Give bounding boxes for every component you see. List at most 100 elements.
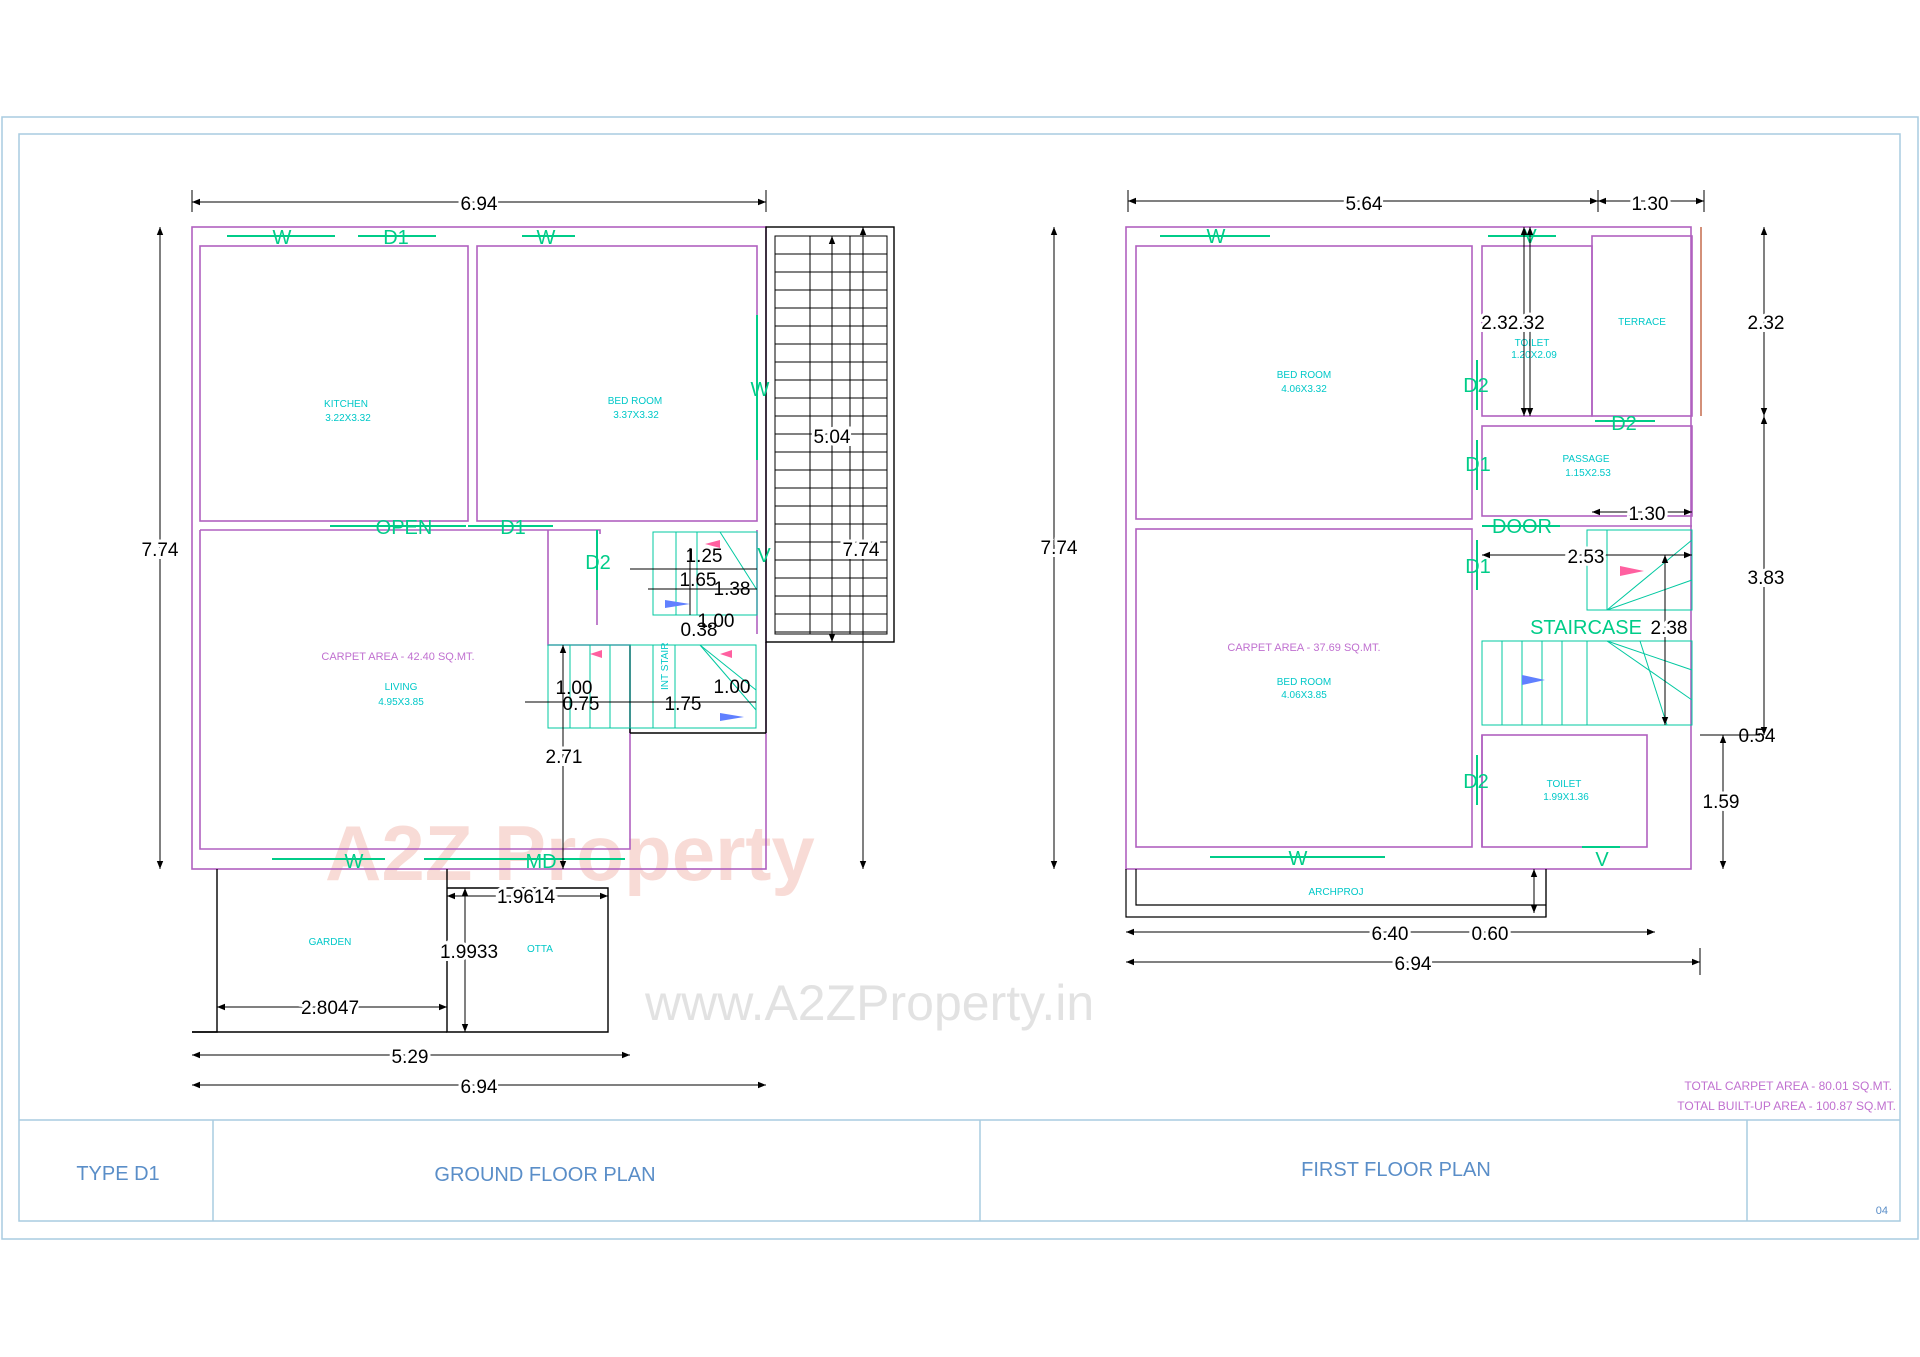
ff-staircase-label: STAIRCASE xyxy=(1530,617,1642,639)
dim-ff-stair-2-38: 2.38 xyxy=(1651,618,1688,639)
watermark: A2Z Property www.A2ZProperty.in xyxy=(325,809,1094,1031)
dim-ff-bottom-6-94: 6.94 xyxy=(1395,954,1432,975)
dn-arrow-icon xyxy=(1620,566,1644,576)
type-label: TYPE D1 xyxy=(76,1163,159,1185)
dim-1-00-c: 1.00 xyxy=(714,677,751,698)
ff-bedroom1-size: 4.06X3.32 xyxy=(1281,384,1327,395)
first-floor-plan: W V D2 D2 D1 DOOR D1 D2 W V STAIRCASE BE… xyxy=(1038,190,1788,978)
ff-toilet2-label: TOILET xyxy=(1547,779,1582,790)
kitchen-size: 3.22X3.32 xyxy=(325,413,371,424)
dim-ff-right-0-54: 0.54 xyxy=(1739,726,1776,747)
gf-opening-labels: W D1 W W OPEN D1 D2 V W MD xyxy=(273,227,772,873)
ff-walls xyxy=(1125,226,1693,870)
dim-ff-top-5-64: 5.64 xyxy=(1346,194,1383,215)
dim-gf-bottom-5-29: 5.29 xyxy=(392,1047,429,1068)
dim-otta-depth: 1.9933 xyxy=(440,942,498,963)
dim-gf-bottom-6-94: 6.94 xyxy=(461,1077,498,1098)
dim-gf-top-width: 6.94 xyxy=(461,194,498,215)
gf-openings xyxy=(227,235,758,860)
ff-door-label: DOOR xyxy=(1492,516,1552,538)
passage-size: 1.15X2.53 xyxy=(1565,468,1611,479)
dim-otta-width: 1.9614 xyxy=(497,887,556,908)
living-size: 4.95X3.85 xyxy=(378,697,424,708)
dim-ff-bottom-0-60: 0.60 xyxy=(1472,924,1509,945)
ff-toilet2-size: 1.99X1.36 xyxy=(1543,792,1589,803)
gf-open-label: OPEN xyxy=(376,517,433,539)
dn-arrow-icon xyxy=(720,650,732,658)
dim-0-75: 0.75 xyxy=(563,694,600,715)
ff-door-d2-c: D2 xyxy=(1463,771,1489,793)
dim-ff-toilet: 2.32.32 xyxy=(1481,313,1544,334)
ground-floor-plan: INT STAIR W D1 W W OPEN D1 D2 V W MD xyxy=(139,190,895,1101)
dim-2-71: 2.71 xyxy=(546,747,583,768)
gf-bedroom-size: 3.37X3.32 xyxy=(613,410,659,421)
ff-vent-bottom: V xyxy=(1595,849,1609,871)
dn-arrow-icon xyxy=(705,540,720,548)
total-carpet-area: TOTAL CARPET AREA - 80.01 SQ.MT. xyxy=(1684,1079,1892,1093)
dim-ff-left-height: 7.74 xyxy=(1041,538,1078,559)
gf-internal-stair xyxy=(547,531,758,729)
ff-room-labels: BED ROOM 4.06X3.32 TOILET 1.20X2.09 TERR… xyxy=(1277,317,1666,898)
up-arrow-icon xyxy=(720,713,744,721)
dim-ff-right-1-59: 1.59 xyxy=(1703,792,1740,813)
dim-1-25: 1.25 xyxy=(686,546,723,567)
gf-window-w1: W xyxy=(273,227,292,249)
dim-1-75: 1.75 xyxy=(665,694,702,715)
ff-dimension-texts: 5.64 1.30 7.74 2.32 3.83 0.54 1.59 2.32.… xyxy=(1038,191,1788,978)
ff-window-bottom: W xyxy=(1289,848,1308,870)
gf-window-bottom: W xyxy=(345,851,364,873)
ff-toilet1-label: TOILET xyxy=(1515,338,1550,349)
ff-dimension-lines xyxy=(1050,190,1768,975)
gf-door-d1-top: D1 xyxy=(383,227,409,249)
gf-outlines xyxy=(192,226,895,1033)
ff-carpet-area: CARPET AREA - 37.69 SQ.MT. xyxy=(1227,642,1380,654)
dim-gf-stair-height: 7.74 xyxy=(843,540,880,561)
ff-staircase xyxy=(1481,529,1693,726)
terrace-label: TERRACE xyxy=(1618,317,1666,328)
gf-dimension-texts: 6.94 7.74 5.04 7.74 5.29 6.94 2.8047 1.9… xyxy=(139,191,883,1101)
dim-ff-passage-1-30: 1.30 xyxy=(1629,504,1666,525)
dim-1-00-a: 1.00 xyxy=(698,611,735,632)
watermark-logo: A2Z Property xyxy=(325,809,815,897)
ff-bedroom2-label: BED ROOM xyxy=(1277,677,1331,688)
ff-toilet1-size: 1.20X2.09 xyxy=(1511,350,1557,361)
ff-door-d2-a: D2 xyxy=(1463,375,1489,397)
dim-gf-stair-len: 5.04 xyxy=(814,427,851,448)
ff-opening-labels: W V D2 D2 D1 DOOR D1 D2 W V STAIRCASE xyxy=(1207,226,1642,871)
up-arrow-icon xyxy=(665,600,690,608)
ground-floor-title: GROUND FLOOR PLAN xyxy=(434,1164,655,1186)
ff-openings xyxy=(1160,235,1655,858)
ff-bedroom1-label: BED ROOM xyxy=(1277,370,1331,381)
gf-walls xyxy=(191,226,767,870)
dim-0-38: 0.38 xyxy=(681,620,718,641)
kitchen-label: KITCHEN xyxy=(324,399,368,410)
dim-ff-top-1-30: 1.30 xyxy=(1632,194,1669,215)
gf-bedroom-label: BED ROOM xyxy=(608,396,662,407)
total-builtup-area: TOTAL BUILT-UP AREA - 100.87 SQ.MT. xyxy=(1677,1099,1896,1113)
passage-label: PASSAGE xyxy=(1562,454,1609,465)
first-floor-title: FIRST FLOOR PLAN xyxy=(1301,1159,1491,1181)
gf-room-labels: KITCHEN 3.22X3.32 BED ROOM 3.37X3.32 LIV… xyxy=(309,396,663,955)
garden-label: GARDEN xyxy=(309,937,352,948)
ff-archproj xyxy=(1125,869,1547,918)
ff-bedroom2-size: 4.06X3.85 xyxy=(1281,690,1327,701)
dim-1-00-b: 1.00 xyxy=(556,678,593,699)
gf-stair-arrows xyxy=(590,540,744,721)
gf-int-stair-label: INT STAIR xyxy=(660,643,671,690)
dim-garden-width: 2.8047 xyxy=(301,998,359,1019)
dim-ff-bottom-6-40: 6.40 xyxy=(1372,924,1409,945)
dim-1-65: 1.65 xyxy=(680,570,717,591)
archproj-label: ARCHPROJ xyxy=(1308,887,1363,898)
living-label: LIVING xyxy=(385,682,418,693)
otta-label: OTTA xyxy=(527,944,553,955)
ff-door-d1-b: D1 xyxy=(1465,556,1491,578)
gf-carpet-area: CARPET AREA - 42.40 SQ.MT. xyxy=(321,651,474,663)
gf-window-right: W xyxy=(751,379,770,401)
ff-window-top: W xyxy=(1207,226,1226,248)
area-totals: TOTAL CARPET AREA - 80.01 SQ.MT. TOTAL B… xyxy=(1677,1079,1896,1113)
ff-door-d1-a: D1 xyxy=(1465,454,1491,476)
gf-door-d2: D2 xyxy=(585,552,611,574)
dim-ff-right-2-32: 2.32 xyxy=(1748,313,1785,334)
ff-door-d2-b: D2 xyxy=(1611,413,1637,435)
